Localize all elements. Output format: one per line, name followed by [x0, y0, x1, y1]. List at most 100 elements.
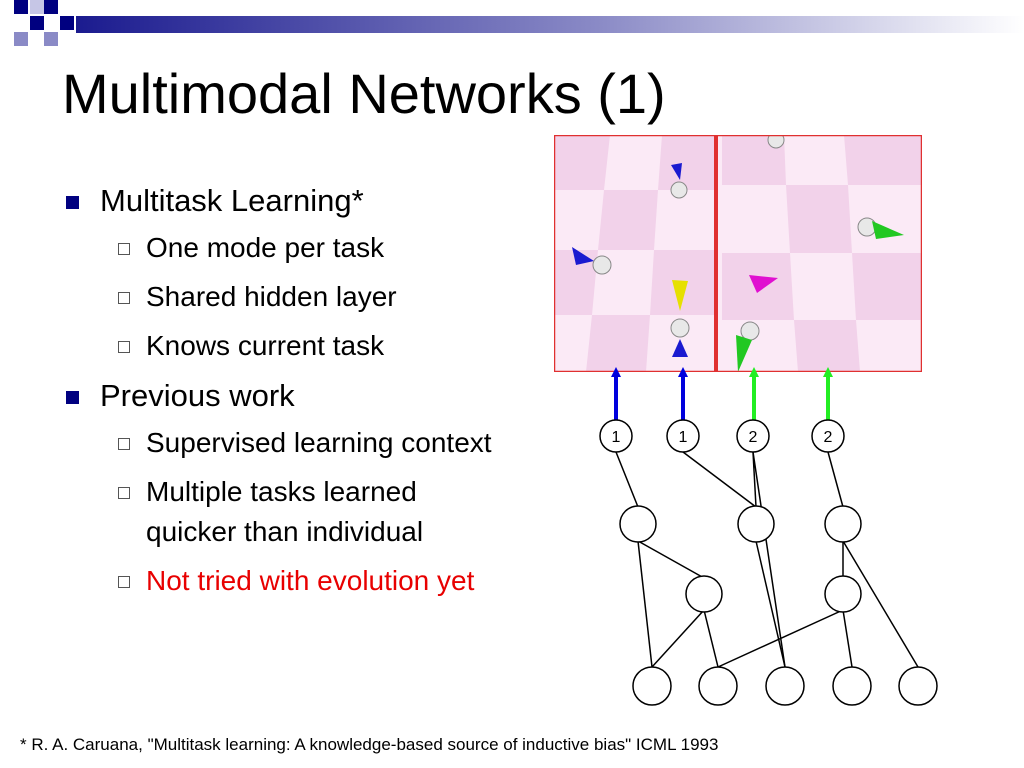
output-node-label: 2 — [749, 429, 758, 446]
hidden-node — [619, 505, 657, 543]
edge — [637, 540, 653, 668]
edge — [703, 609, 719, 668]
hollow-square-bullet-icon — [118, 341, 130, 353]
input-node — [632, 666, 672, 706]
agent-cone-blue — [572, 247, 594, 265]
sub-bullet-text: Shared hidden layer — [146, 281, 397, 312]
output-node — [599, 419, 633, 453]
edge — [682, 451, 757, 508]
output-node-label: 2 — [824, 429, 833, 446]
slide-title: Multimodal Networks (1) — [62, 62, 666, 125]
square-bullet-icon — [66, 196, 79, 209]
agent-cone-yellow — [672, 280, 688, 311]
agent-cone-blue — [671, 163, 682, 180]
agent-ball — [670, 318, 690, 338]
edge — [827, 451, 844, 508]
input-node — [765, 666, 805, 706]
edge — [842, 540, 919, 668]
scene-divider — [714, 135, 718, 372]
checker-floor — [554, 135, 922, 372]
floor-tile — [586, 315, 650, 372]
agent-cone-green — [872, 221, 904, 239]
agent-cone-green — [736, 335, 752, 372]
input-node — [898, 666, 938, 706]
output-node-label: 1 — [612, 429, 621, 446]
header-square — [44, 0, 58, 14]
bullet-list: Multitask Learning* One mode per task Sh… — [62, 180, 582, 610]
bullet-text: Previous work — [100, 378, 295, 413]
network-edges — [615, 451, 919, 668]
hollow-square-bullet-icon — [118, 576, 130, 588]
sub-bullet-text: Not tried with evolution yet — [146, 565, 475, 596]
floor-tile — [844, 135, 922, 185]
floor-tile — [554, 135, 610, 190]
hollow-square-bullet-icon — [118, 487, 130, 499]
square-bullet-icon — [66, 391, 79, 404]
input-node — [698, 666, 738, 706]
hollow-square-bullet-icon — [118, 438, 130, 450]
hollow-square-bullet-icon — [118, 292, 130, 304]
bullet-text: Multitask Learning* — [100, 183, 364, 218]
sub-bullet-shared-hidden-layer: Shared hidden layer — [62, 277, 582, 317]
hollow-square-bullet-icon — [118, 243, 130, 255]
header-square — [30, 16, 44, 30]
edge — [842, 609, 853, 668]
floor-tile — [658, 135, 714, 190]
edge — [651, 609, 705, 668]
sub-bullet-knows-current-task: Knows current task — [62, 326, 582, 366]
sub-bullet-supervised: Supervised learning context — [62, 423, 582, 463]
sub-bullet-text: Supervised learning context — [146, 427, 492, 458]
output-node — [666, 419, 700, 453]
header-decoration — [14, 0, 1024, 46]
bullet-previous-work: Previous work — [62, 375, 582, 417]
hidden-node — [824, 575, 862, 613]
header-square — [44, 32, 58, 46]
edge — [615, 451, 639, 508]
sub-bullet-one-mode: One mode per task — [62, 228, 582, 268]
floor-tile — [794, 320, 860, 372]
sub-bullet-list: One mode per task Shared hidden layer Kn… — [62, 228, 582, 366]
edge — [637, 540, 705, 579]
agent-ball — [670, 181, 688, 199]
hidden-node — [824, 505, 862, 543]
sub-bullet-list: Supervised learning context Multiple tas… — [62, 423, 582, 601]
agent-ball — [767, 135, 785, 149]
floor-tile — [786, 185, 852, 253]
network-nodes — [599, 419, 938, 706]
floor-tile — [852, 253, 922, 320]
hidden-node — [737, 505, 775, 543]
agent-ball — [740, 321, 760, 341]
footnote-citation: * R. A. Caruana, "Multitask learning: A … — [20, 735, 719, 754]
scene-border — [554, 135, 922, 372]
sub-bullet-text: One mode per task — [146, 232, 385, 263]
header-square — [14, 32, 28, 46]
floor-tile — [554, 250, 598, 315]
input-node — [832, 666, 872, 706]
header-gradient-bar — [76, 16, 1024, 33]
simulation-scene-image — [554, 135, 922, 372]
header-square — [30, 0, 44, 14]
agent-cone-magenta — [749, 275, 778, 293]
output-node — [736, 419, 770, 453]
agent-ball — [857, 217, 877, 237]
hidden-node — [685, 575, 723, 613]
output-labels: 1 1 2 2 — [612, 429, 833, 446]
output-node — [811, 419, 845, 453]
agent-ball — [592, 255, 612, 275]
edge — [755, 540, 786, 668]
header-square — [60, 16, 74, 30]
header-square — [14, 0, 28, 14]
edge — [752, 451, 757, 508]
floor-tile — [722, 135, 786, 185]
edge — [717, 609, 844, 668]
sub-bullet-not-tried: Not tried with evolution yet — [62, 561, 582, 601]
sub-bullet-text: Multiple tasks learned quicker than indi… — [146, 476, 424, 547]
output-arrows — [611, 367, 833, 420]
sub-bullet-multiple-tasks: Multiple tasks learned quicker than indi… — [62, 472, 486, 552]
edge — [752, 451, 786, 668]
sub-bullet-text: Knows current task — [146, 330, 385, 361]
floor-tile — [598, 190, 658, 250]
bullet-multitask-learning: Multitask Learning* — [62, 180, 582, 222]
agent-cone-blue — [672, 339, 688, 357]
output-node-label: 1 — [679, 429, 688, 446]
